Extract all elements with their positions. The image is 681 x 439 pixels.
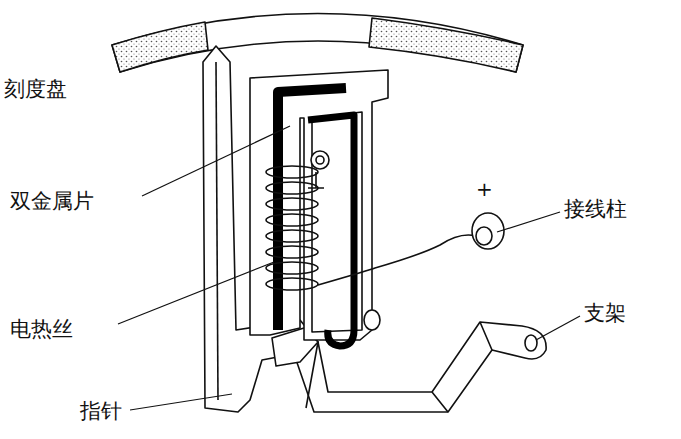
coil-turn bbox=[266, 246, 318, 258]
coil-turn bbox=[266, 166, 318, 178]
dial-band bbox=[112, 14, 523, 73]
pointer-label: 指针 bbox=[80, 400, 122, 423]
leader-line bbox=[118, 262, 274, 324]
bimetal-black-right bbox=[308, 115, 354, 346]
polarity-sign: + bbox=[476, 178, 493, 200]
bracket-hole bbox=[525, 335, 537, 351]
leader-line bbox=[130, 394, 232, 410]
wire-post-inner bbox=[316, 156, 324, 164]
coil-turn bbox=[266, 198, 318, 210]
bimetal-black-left bbox=[278, 88, 346, 330]
leader-line bbox=[142, 126, 290, 196]
bracket-label: 支架 bbox=[584, 302, 626, 325]
coil-turn bbox=[266, 214, 318, 226]
dial-right-zone bbox=[369, 18, 523, 72]
heating-coil bbox=[266, 166, 318, 290]
wire bbox=[318, 235, 476, 285]
wire-post bbox=[311, 151, 329, 169]
terminal-label: 接线柱 bbox=[564, 198, 627, 221]
coil-turn bbox=[266, 230, 318, 242]
coil-turn bbox=[266, 278, 318, 290]
ground-symbol bbox=[308, 172, 324, 188]
bimetal-frame bbox=[250, 70, 388, 340]
bimetal-label: 双金属片 bbox=[10, 190, 94, 213]
pointer-inner bbox=[216, 62, 218, 400]
leader-line bbox=[536, 316, 580, 340]
coil-turn bbox=[266, 262, 318, 274]
dial-left-zone bbox=[112, 22, 208, 72]
leader-line bbox=[497, 212, 560, 232]
dial-label: 刻度盘 bbox=[4, 78, 67, 101]
heating-wire-label: 电热丝 bbox=[10, 318, 73, 341]
rivet bbox=[364, 310, 380, 330]
terminal-stud bbox=[476, 227, 492, 245]
